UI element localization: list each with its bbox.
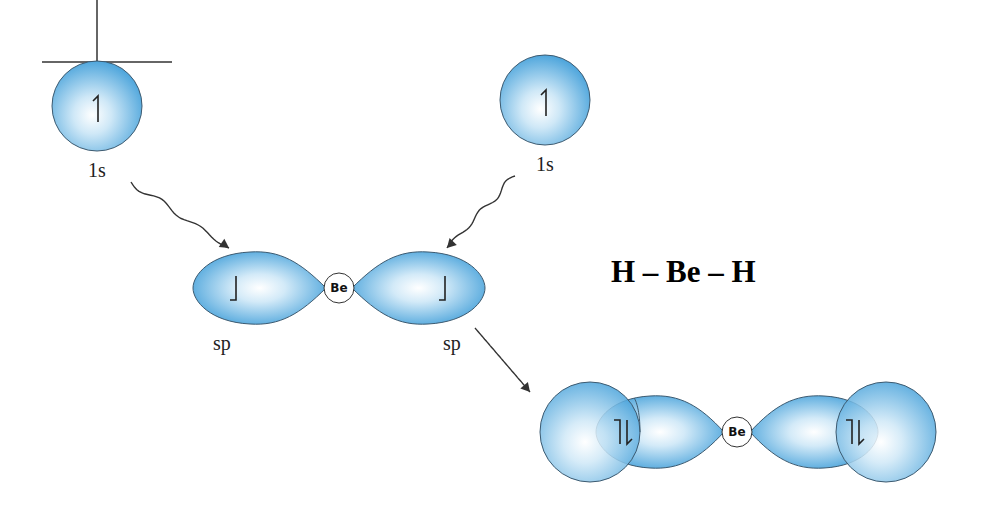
orbital-label: 1s — [45, 159, 149, 182]
spin-up — [541, 90, 546, 116]
s-orbital — [836, 382, 936, 482]
s-orbital — [540, 382, 640, 482]
spin-pair — [846, 420, 864, 444]
s-orbital-node: 1s — [493, 52, 597, 176]
spin-pair — [614, 420, 632, 444]
sp-lobe — [352, 252, 485, 324]
s-orbital — [500, 55, 590, 145]
atom-symbol: Be — [189, 281, 489, 295]
connector-line — [131, 182, 229, 248]
arrow-head — [520, 382, 530, 392]
orbital-label: sp — [213, 332, 231, 355]
connector-line — [447, 176, 515, 248]
molecule-formula: H – Be – H — [611, 254, 756, 290]
spin-down — [439, 276, 445, 300]
atom-symbol: Be — [530, 425, 944, 439]
orbital-label: sp — [443, 332, 461, 355]
s-orbital-node: 1s — [45, 58, 149, 182]
arrow-head — [447, 238, 457, 248]
atom-node: Be — [189, 248, 489, 328]
wavy-arrow — [131, 182, 229, 248]
orbital-label: 1s — [493, 153, 597, 176]
atom-node: Be — [530, 380, 944, 484]
sp-lobe — [193, 252, 326, 324]
connector-line — [475, 328, 530, 392]
arrow-head — [219, 239, 229, 248]
overlap-outline — [634, 398, 640, 432]
reaction-arrow — [475, 328, 530, 392]
s-orbital — [52, 61, 142, 151]
spin-up — [93, 96, 98, 122]
wavy-arrow — [447, 176, 515, 248]
support-line — [96, 0, 98, 62]
spin-down — [230, 276, 236, 300]
